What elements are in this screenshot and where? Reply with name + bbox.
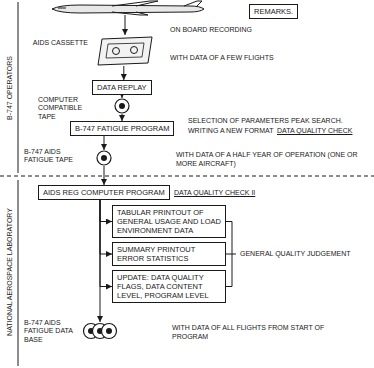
node-heading: B-747 AIDS FATIGUE TAPE (24, 148, 86, 165)
remark-text: SELECTION OF PARAMETERS PEAK SEARCH. (188, 117, 343, 126)
flow-connector (122, 95, 123, 98)
data-base: B-747 AIDS FATIGUE DATA BASE (82, 322, 118, 340)
flow-connector (100, 200, 112, 287)
flow-connector (100, 200, 112, 222)
aircraft-illustration (52, 1, 204, 15)
remark-text: GENERAL QUALITY JUDGEMENT (240, 250, 350, 259)
flow-connector (104, 166, 105, 185)
node-text: REMARKS. (254, 7, 293, 16)
organisation-divider (0, 176, 374, 177)
process-box: AIDS REG COMPUTER PROGRAM (38, 185, 170, 200)
flow-connector (122, 114, 123, 121)
organisation-label: NATIONAL AEROSPACE LABORATORY (6, 208, 15, 336)
node-text: SUMMARY PRINTOUT ERROR STATISTICS (117, 245, 221, 263)
cassette-symbol (96, 36, 154, 66)
tape-reel-symbol (96, 150, 112, 166)
laboratory-bracket (18, 180, 19, 366)
recording-arrow (125, 15, 126, 35)
remark-text: WITH DATA OF A HALF YEAR OF OPERATION (O… (176, 151, 366, 169)
node-text: UPDATE: DATA QUALITY FLAGS, DATA CONTENT… (117, 273, 221, 300)
remark-text: WRITING A NEW FORMAT (188, 127, 273, 136)
flow-connector (104, 136, 105, 150)
tape-stack-symbol (82, 322, 118, 340)
tape-reel: COMPUTER COMPATIBLE TAPE (114, 98, 130, 114)
organisation-label: B-747 OPERATORS (6, 56, 15, 120)
process-box: B-747 FATIGUE PROGRAM (70, 121, 174, 136)
flow-connector (123, 66, 124, 80)
node-text: TABULAR PRINTOUT OF GENERAL USAGE AND LO… (117, 208, 221, 235)
node-heading: B-747 AIDS FATIGUE DATA BASE (24, 319, 76, 344)
remarks-header: REMARKS. (249, 4, 298, 19)
output-box: SUMMARY PRINTOUT ERROR STATISTICS (112, 242, 226, 266)
remark-text: DATA QUALITY CHECK II (174, 189, 255, 198)
tape-reel-symbol (114, 98, 130, 114)
judgement-bracket (226, 222, 236, 287)
remark-text: WITH DATA OF ALL FLIGHTS FROM START OF P… (172, 324, 362, 342)
flow-connector (100, 200, 112, 254)
output-box: UPDATE: DATA QUALITY FLAGS, DATA CONTENT… (112, 270, 226, 303)
remark-text: ON BOARD RECORDING (170, 26, 252, 35)
operators-bracket (18, 2, 19, 173)
node-text: AIDS REG COMPUTER PROGRAM (43, 188, 165, 197)
node-text: B-747 FATIGUE PROGRAM (75, 124, 169, 133)
remark-text: WITH DATA OF A FEW FLIGHTS (170, 54, 274, 63)
remark-text: DATA QUALITY CHECK (277, 127, 352, 136)
output-box: TABULAR PRINTOUT OF GENERAL USAGE AND LO… (112, 205, 226, 238)
node-heading: COMPUTER COMPATIBLE TAPE (38, 96, 100, 121)
node-heading: AIDS CASSETTE (33, 39, 88, 47)
process-box: DATA REPLAY (92, 80, 152, 95)
cassette: AIDS CASSETTE (96, 36, 154, 66)
node-text: DATA REPLAY (97, 83, 147, 92)
tape-reel: B-747 AIDS FATIGUE TAPE (96, 150, 112, 166)
flow-connector (100, 200, 101, 322)
